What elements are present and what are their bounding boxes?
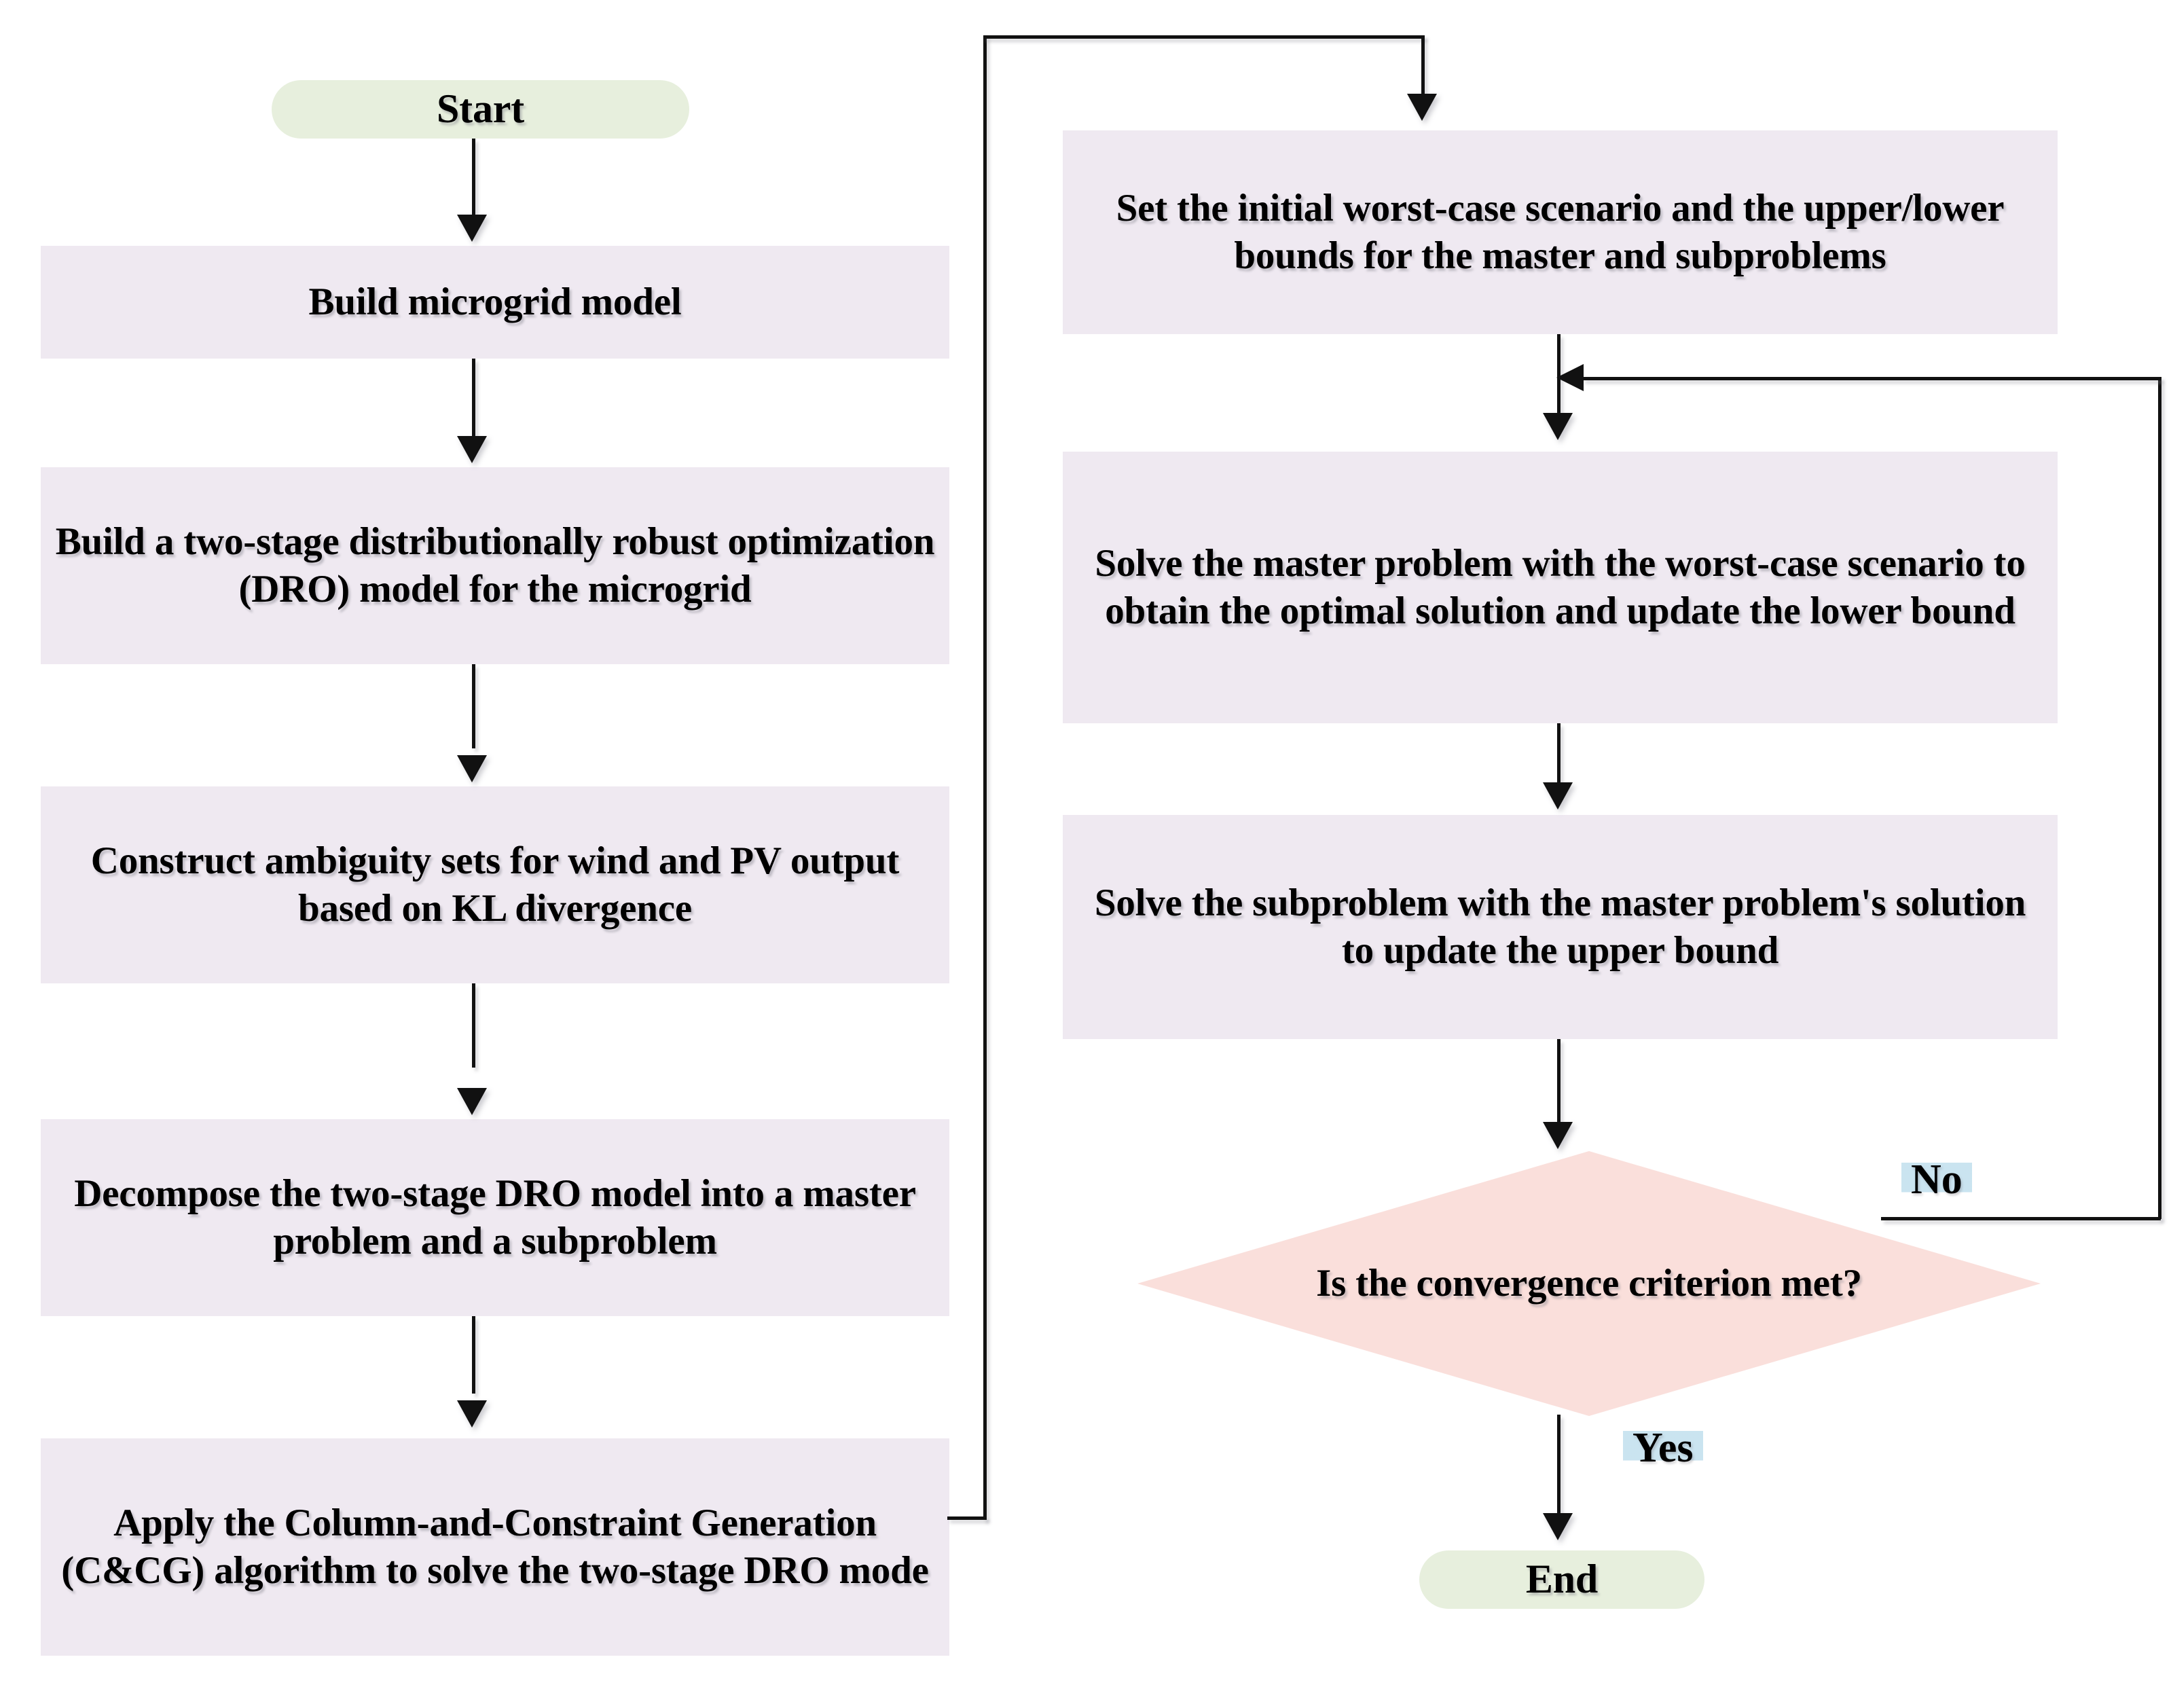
node-build-dro-model-label: Build a two-stage distributionally robus…	[55, 520, 935, 611]
node-convergence-decision-label: Is the convergence criterion met?	[1316, 1262, 1862, 1305]
edge-solve-subproblem-to-decision	[1557, 1039, 1561, 1126]
node-build-microgrid-model[interactable]: Build microgrid model	[41, 246, 949, 359]
node-solve-master-problem[interactable]: Solve the master problem with the worst-…	[1063, 452, 2058, 723]
node-build-dro-model[interactable]: Build a two-stage distributionally robus…	[41, 467, 949, 664]
arrowhead-icon	[457, 755, 487, 782]
arrowhead-icon	[1407, 94, 1437, 121]
edge-decision-to-end	[1557, 1415, 1561, 1518]
edge-construct-ambiguity-sets-to-decompose-dro-model	[472, 983, 475, 1068]
arrowhead-icon	[457, 215, 487, 242]
node-build-microgrid-model-label: Build microgrid model	[308, 280, 682, 324]
node-end[interactable]: End	[1419, 1550, 1704, 1609]
node-apply-ccg-algorithm-label: Apply the Column-and-Constraint Generati…	[61, 1502, 929, 1592]
arrowhead-icon	[457, 1400, 487, 1428]
edge-decompose-dro-model-to-apply-ccg-algorithm	[472, 1316, 475, 1394]
node-decompose-dro-model[interactable]: Decompose the two-stage DRO model into a…	[41, 1119, 949, 1316]
node-apply-ccg-algorithm[interactable]: Apply the Column-and-Constraint Generati…	[41, 1438, 949, 1656]
node-end-label: End	[1525, 1557, 1599, 1602]
node-solve-subproblem-label: Solve the subproblem with the master pro…	[1094, 882, 2026, 972]
edge-apply-ccg-to-set-initial-bounds-h1	[947, 1516, 987, 1520]
edge-label-no: No	[1901, 1155, 1972, 1205]
arrowhead-icon	[1543, 1122, 1573, 1149]
node-start-label: Start	[437, 86, 524, 132]
edge-apply-ccg-to-set-initial-bounds-v2	[1421, 35, 1425, 96]
arrowhead-icon	[1543, 413, 1573, 440]
edge-build-microgrid-model-to-build-dro-model	[472, 359, 475, 440]
node-convergence-decision[interactable]: Is the convergence criterion met?	[1137, 1151, 2041, 1416]
arrowhead-icon	[1543, 1513, 1573, 1540]
node-construct-ambiguity-sets-label: Construct ambiguity sets for wind and PV…	[90, 839, 900, 930]
edge-solve-master-problem-to-solve-subproblem	[1557, 723, 1561, 788]
edge-apply-ccg-to-set-initial-bounds-v	[983, 35, 987, 1520]
arrowhead-icon	[1556, 364, 1584, 391]
edge-label-yes: Yes	[1623, 1423, 1703, 1474]
edge-decision-no-v	[2158, 377, 2161, 1219]
node-solve-subproblem[interactable]: Solve the subproblem with the master pro…	[1063, 815, 2058, 1039]
node-set-initial-bounds[interactable]: Set the initial worst-case scenario and …	[1063, 130, 2058, 334]
edge-decision-no-h1	[1881, 1217, 2161, 1220]
node-set-initial-bounds-label: Set the initial worst-case scenario and …	[1116, 187, 2005, 277]
edge-decision-no-h2	[1582, 377, 2161, 380]
arrowhead-icon	[457, 1088, 487, 1115]
node-start[interactable]: Start	[272, 80, 689, 139]
edge-build-dro-model-to-construct-ambiguity-sets	[472, 664, 475, 748]
node-decompose-dro-model-label: Decompose the two-stage DRO model into a…	[74, 1172, 916, 1262]
arrowhead-icon	[1543, 782, 1573, 810]
arrowhead-icon	[457, 436, 487, 463]
edge-start-to-build-microgrid-model	[472, 139, 475, 219]
node-construct-ambiguity-sets[interactable]: Construct ambiguity sets for wind and PV…	[41, 786, 949, 983]
edge-apply-ccg-to-set-initial-bounds-h2	[983, 35, 1425, 39]
node-solve-master-problem-label: Solve the master problem with the worst-…	[1095, 542, 2026, 632]
